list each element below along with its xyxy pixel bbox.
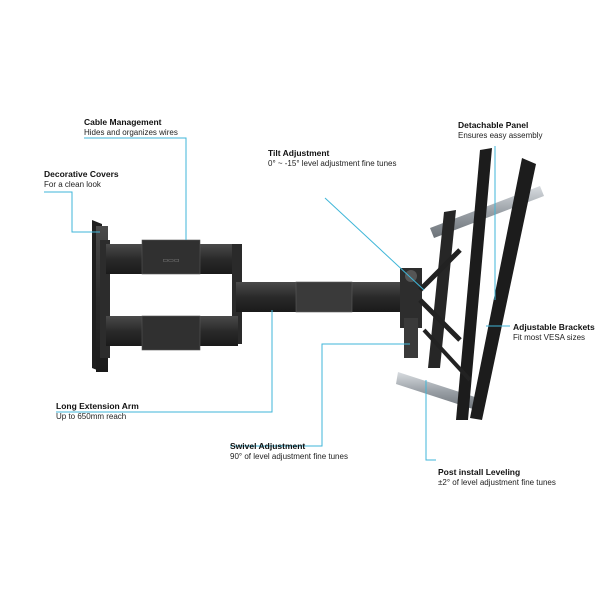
callout-desc: Up to 650mm reach	[56, 411, 127, 421]
callout-desc: 0° ~ -15° level adjustment fine tunes	[268, 158, 397, 168]
callout-title: Cable Management	[84, 117, 162, 127]
callout-title: Decorative Covers	[44, 169, 119, 179]
callout-lines	[44, 137, 510, 461]
callout-title: Tilt Adjustment	[268, 148, 330, 158]
callout-desc: Ensures easy assembly	[458, 130, 543, 140]
lower-arm	[106, 315, 238, 351]
callout-title: Swivel Adjustment	[230, 441, 306, 451]
mounting-brackets	[396, 148, 544, 420]
callout-desc: Fit most VESA sizes	[513, 332, 586, 342]
callout-swivel-adjustment: Swivel Adjustment 90° of level adjustmen…	[230, 441, 348, 462]
callout-title: Detachable Panel	[458, 120, 529, 130]
callout-detachable-panel: Detachable Panel Ensures easy assembly	[458, 120, 542, 141]
callout-post-install-leveling: Post install Leveling ±2° of level adjus…	[438, 467, 556, 488]
callout-decorative-covers: Decorative Covers For a clean look	[44, 169, 119, 190]
callout-desc: 90° of level adjustment fine tunes	[230, 451, 348, 461]
callout-long-extension-arm: Long Extension Arm Up to 650mm reach	[56, 401, 139, 422]
callout-desc: Hides and organizes wires	[84, 127, 178, 137]
callout-cable-management: Cable Management Hides and organizes wir…	[84, 117, 178, 138]
callout-title: Adjustable Brackets	[513, 322, 595, 332]
callout-title: Long Extension Arm	[56, 401, 139, 411]
callout-desc: For a clean look	[44, 179, 101, 189]
wall-plate	[92, 220, 110, 372]
callout-title: Post install Leveling	[438, 467, 521, 477]
callout-desc: ±2° of level adjustment fine tunes	[438, 477, 556, 487]
extension-arm	[236, 281, 414, 313]
svg-text:▭▭▭: ▭▭▭	[162, 258, 179, 264]
callout-adjustable-brackets: Adjustable Brackets Fit most VESA sizes	[513, 322, 595, 343]
callout-tilt-adjustment: Tilt Adjustment 0° ~ -15° level adjustme…	[268, 148, 396, 169]
